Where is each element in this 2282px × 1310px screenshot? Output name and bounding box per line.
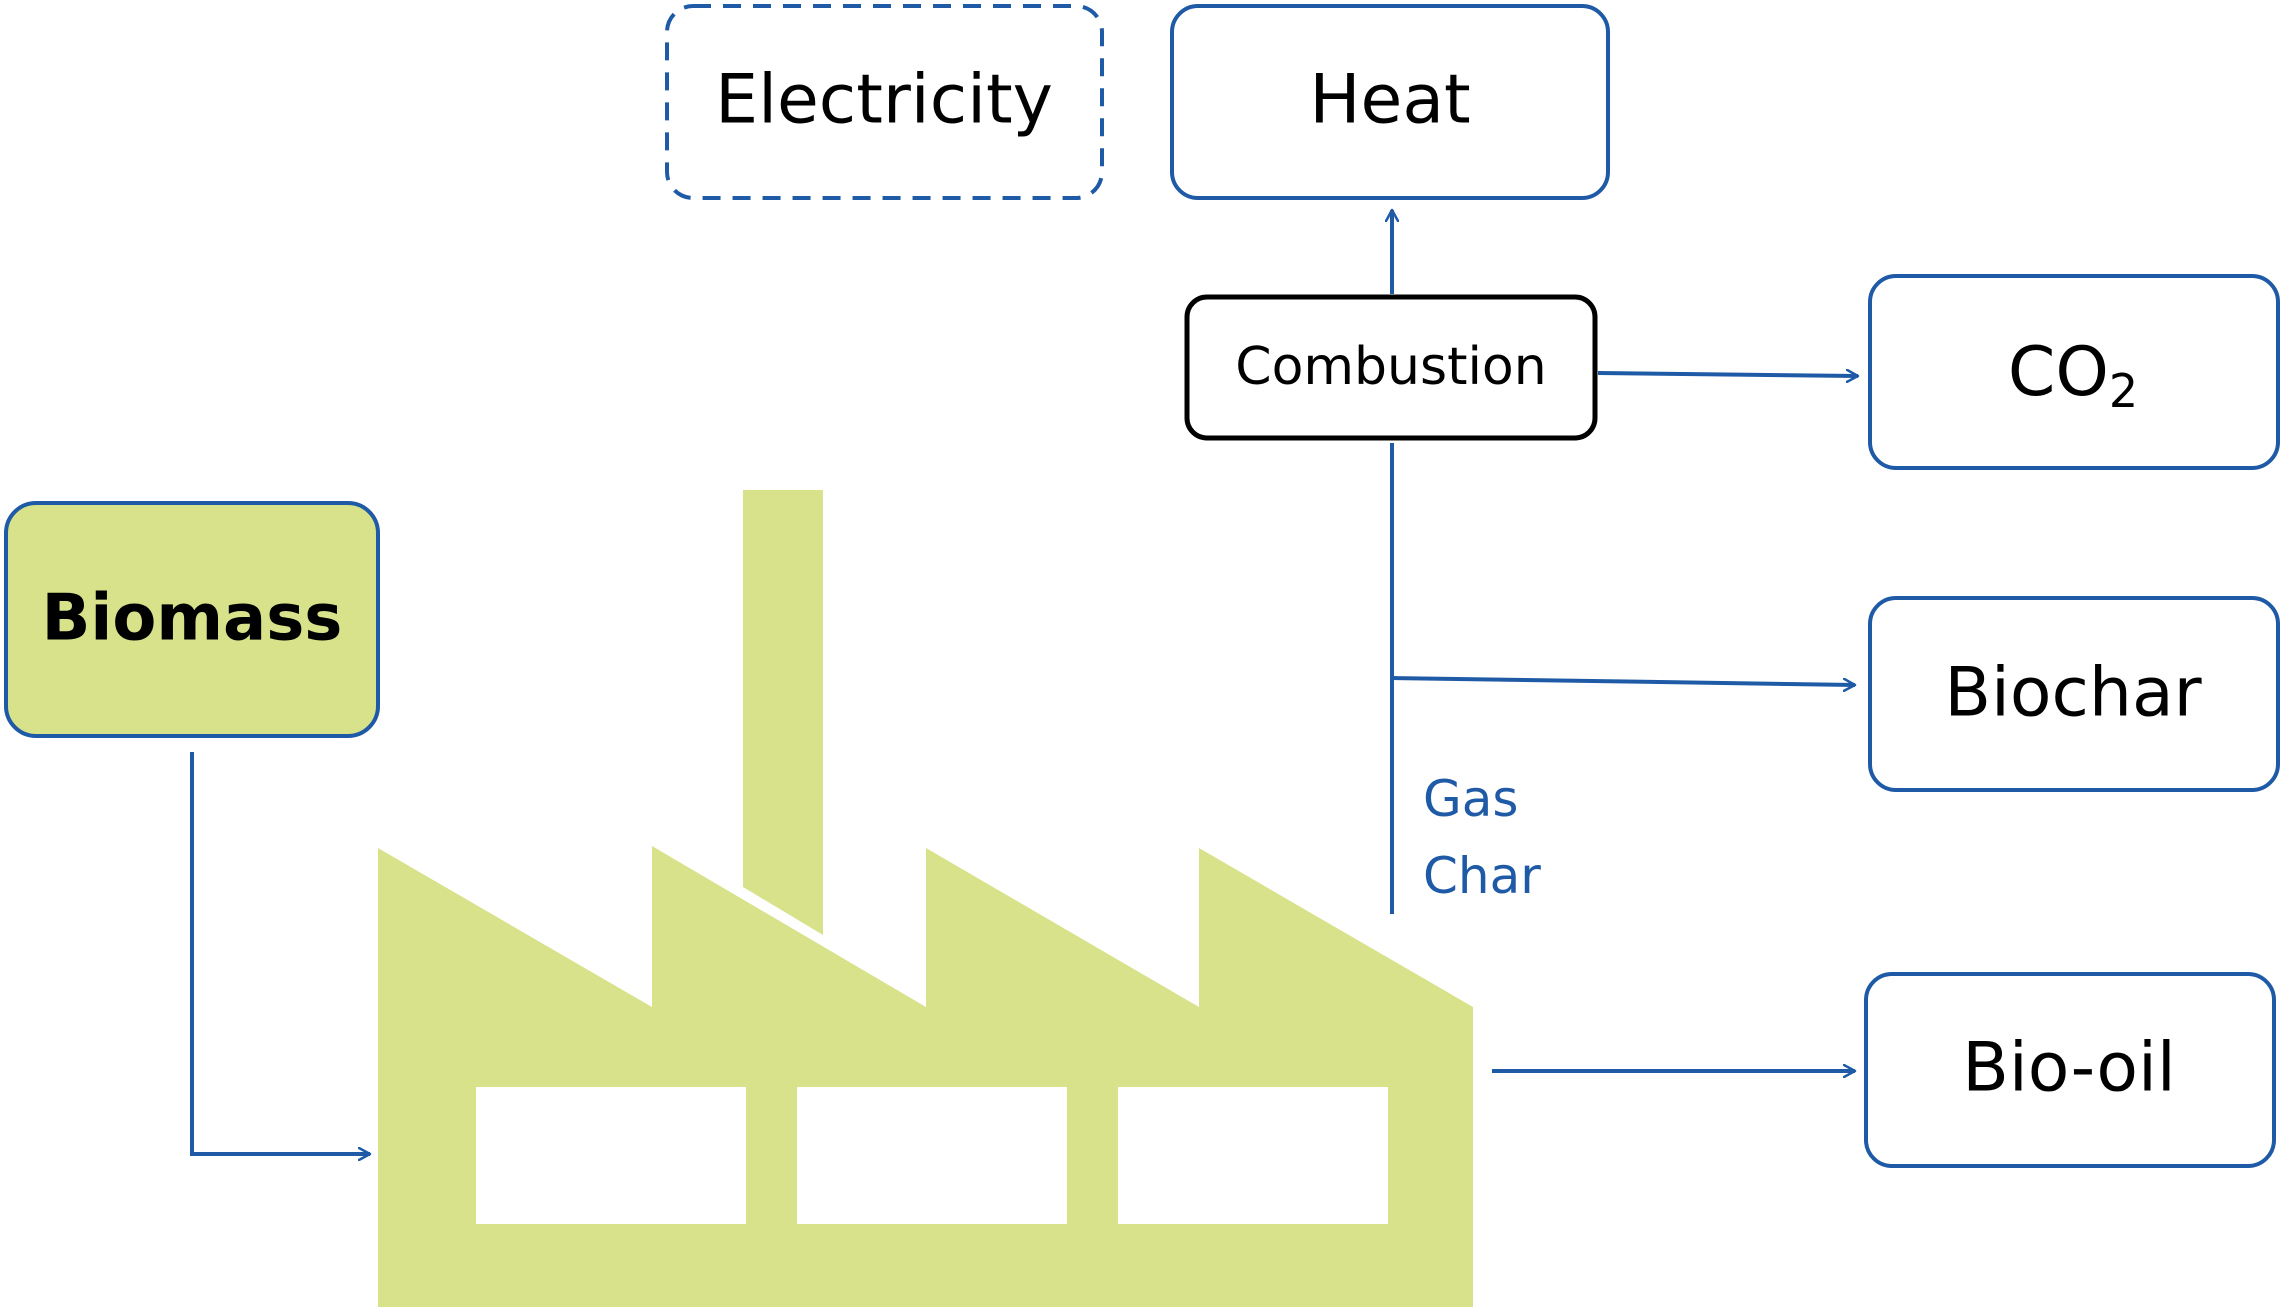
biochar-node: Biochar [1868, 596, 2280, 792]
biomass-label: Biomass [42, 582, 343, 656]
heat-label: Heat [1309, 61, 1470, 140]
factory-icon [378, 490, 1473, 1307]
bio-oil-label: Bio-oil [1962, 1029, 2176, 1108]
heat-node: Heat [1170, 4, 1610, 200]
biochar-label: Biochar [1944, 654, 2201, 733]
factory-window [797, 1087, 1067, 1224]
combustion-node: Combustion [1184, 294, 1598, 441]
electricity-label: Electricity [715, 61, 1053, 140]
gas-label: Gas [1423, 770, 1518, 828]
co2-main-text: CO [2008, 333, 2109, 412]
connectors [190, 210, 1858, 1154]
combustion-to-co2-arrow [1597, 373, 1858, 376]
factory-window [476, 1087, 746, 1224]
factory-window [1118, 1087, 1388, 1224]
char-label: Char [1423, 847, 1541, 905]
combustion-label: Combustion [1235, 337, 1546, 397]
bio-oil-node: Bio-oil [1864, 972, 2276, 1168]
co2-node: CO2 [1868, 274, 2280, 470]
to-biochar-arrow [1391, 676, 1855, 685]
co2-label: CO2 [2008, 333, 2138, 418]
biomass-node: Biomass [4, 501, 380, 738]
co2-subscript: 2 [2109, 364, 2138, 418]
electricity-node: Electricity [665, 4, 1104, 200]
biomass-to-factory-arrow [190, 752, 370, 1154]
